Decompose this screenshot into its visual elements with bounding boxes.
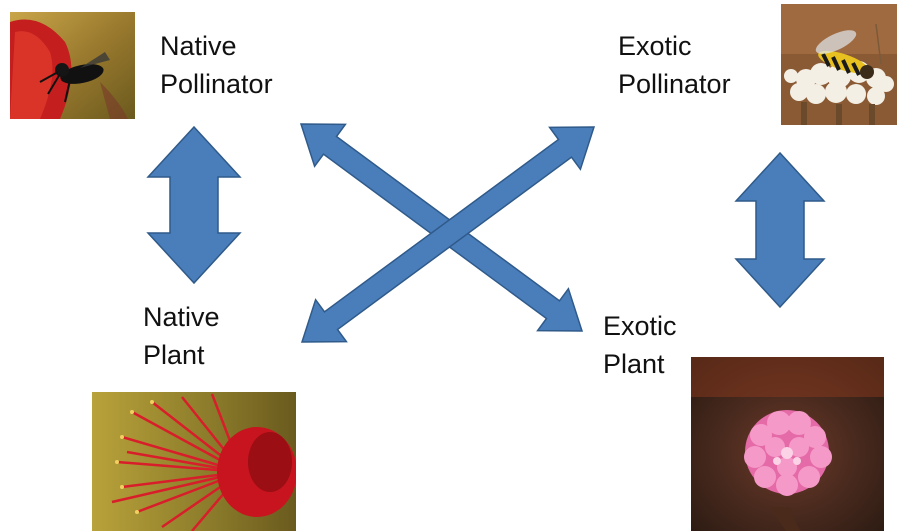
native-pollinator-plant-arrow — [148, 127, 240, 283]
exotic-pollinator-plant-arrow — [736, 153, 824, 307]
